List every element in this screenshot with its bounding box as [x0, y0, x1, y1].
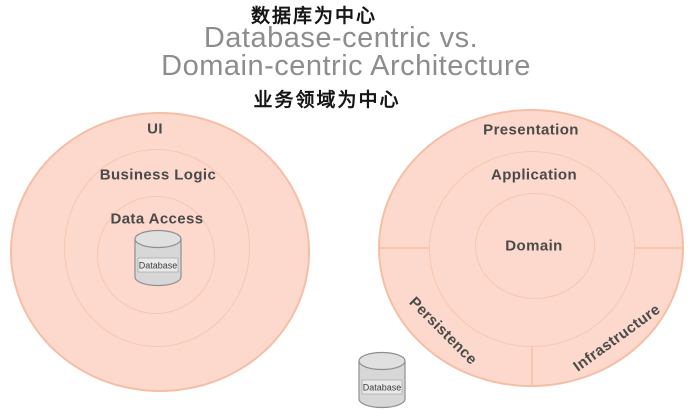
cylinder-top	[134, 229, 182, 249]
page-title-line2: Domain-centric Architecture	[161, 50, 531, 82]
sector-divider-bottom	[531, 346, 533, 387]
sector-divider-right	[634, 247, 683, 249]
left-middle-ring	[64, 149, 250, 347]
left-ring-label-data-access: Data Access	[110, 210, 204, 228]
right-inner-ring	[475, 193, 595, 299]
right-ring-label-domain: Domain	[505, 237, 563, 255]
cylinder-label-box	[361, 379, 403, 395]
sector-divider-left	[380, 247, 430, 249]
cylinder-label-box	[137, 257, 179, 273]
database-label: Database	[363, 383, 402, 393]
subtitle-chinese-domain-centric: 业务领域为中心	[253, 90, 401, 111]
subtitle-chinese-database-centric: 数据库为中心	[250, 6, 378, 27]
left-inner-ring	[97, 196, 215, 314]
database-cylinder-icon: Database	[358, 351, 406, 409]
database-cylinder-icon: Database	[134, 229, 182, 287]
left-ring-label-business-logic: Business Logic	[99, 166, 217, 184]
cylinder-top	[358, 351, 406, 371]
page-title-line1: Database-centric vs.	[203, 22, 479, 54]
database-label: Database	[139, 261, 178, 271]
right-ring-label-application: Application	[490, 166, 578, 184]
right-ring-label-presentation: Presentation	[483, 121, 579, 139]
left-ring-label-ui: UI	[147, 120, 163, 138]
